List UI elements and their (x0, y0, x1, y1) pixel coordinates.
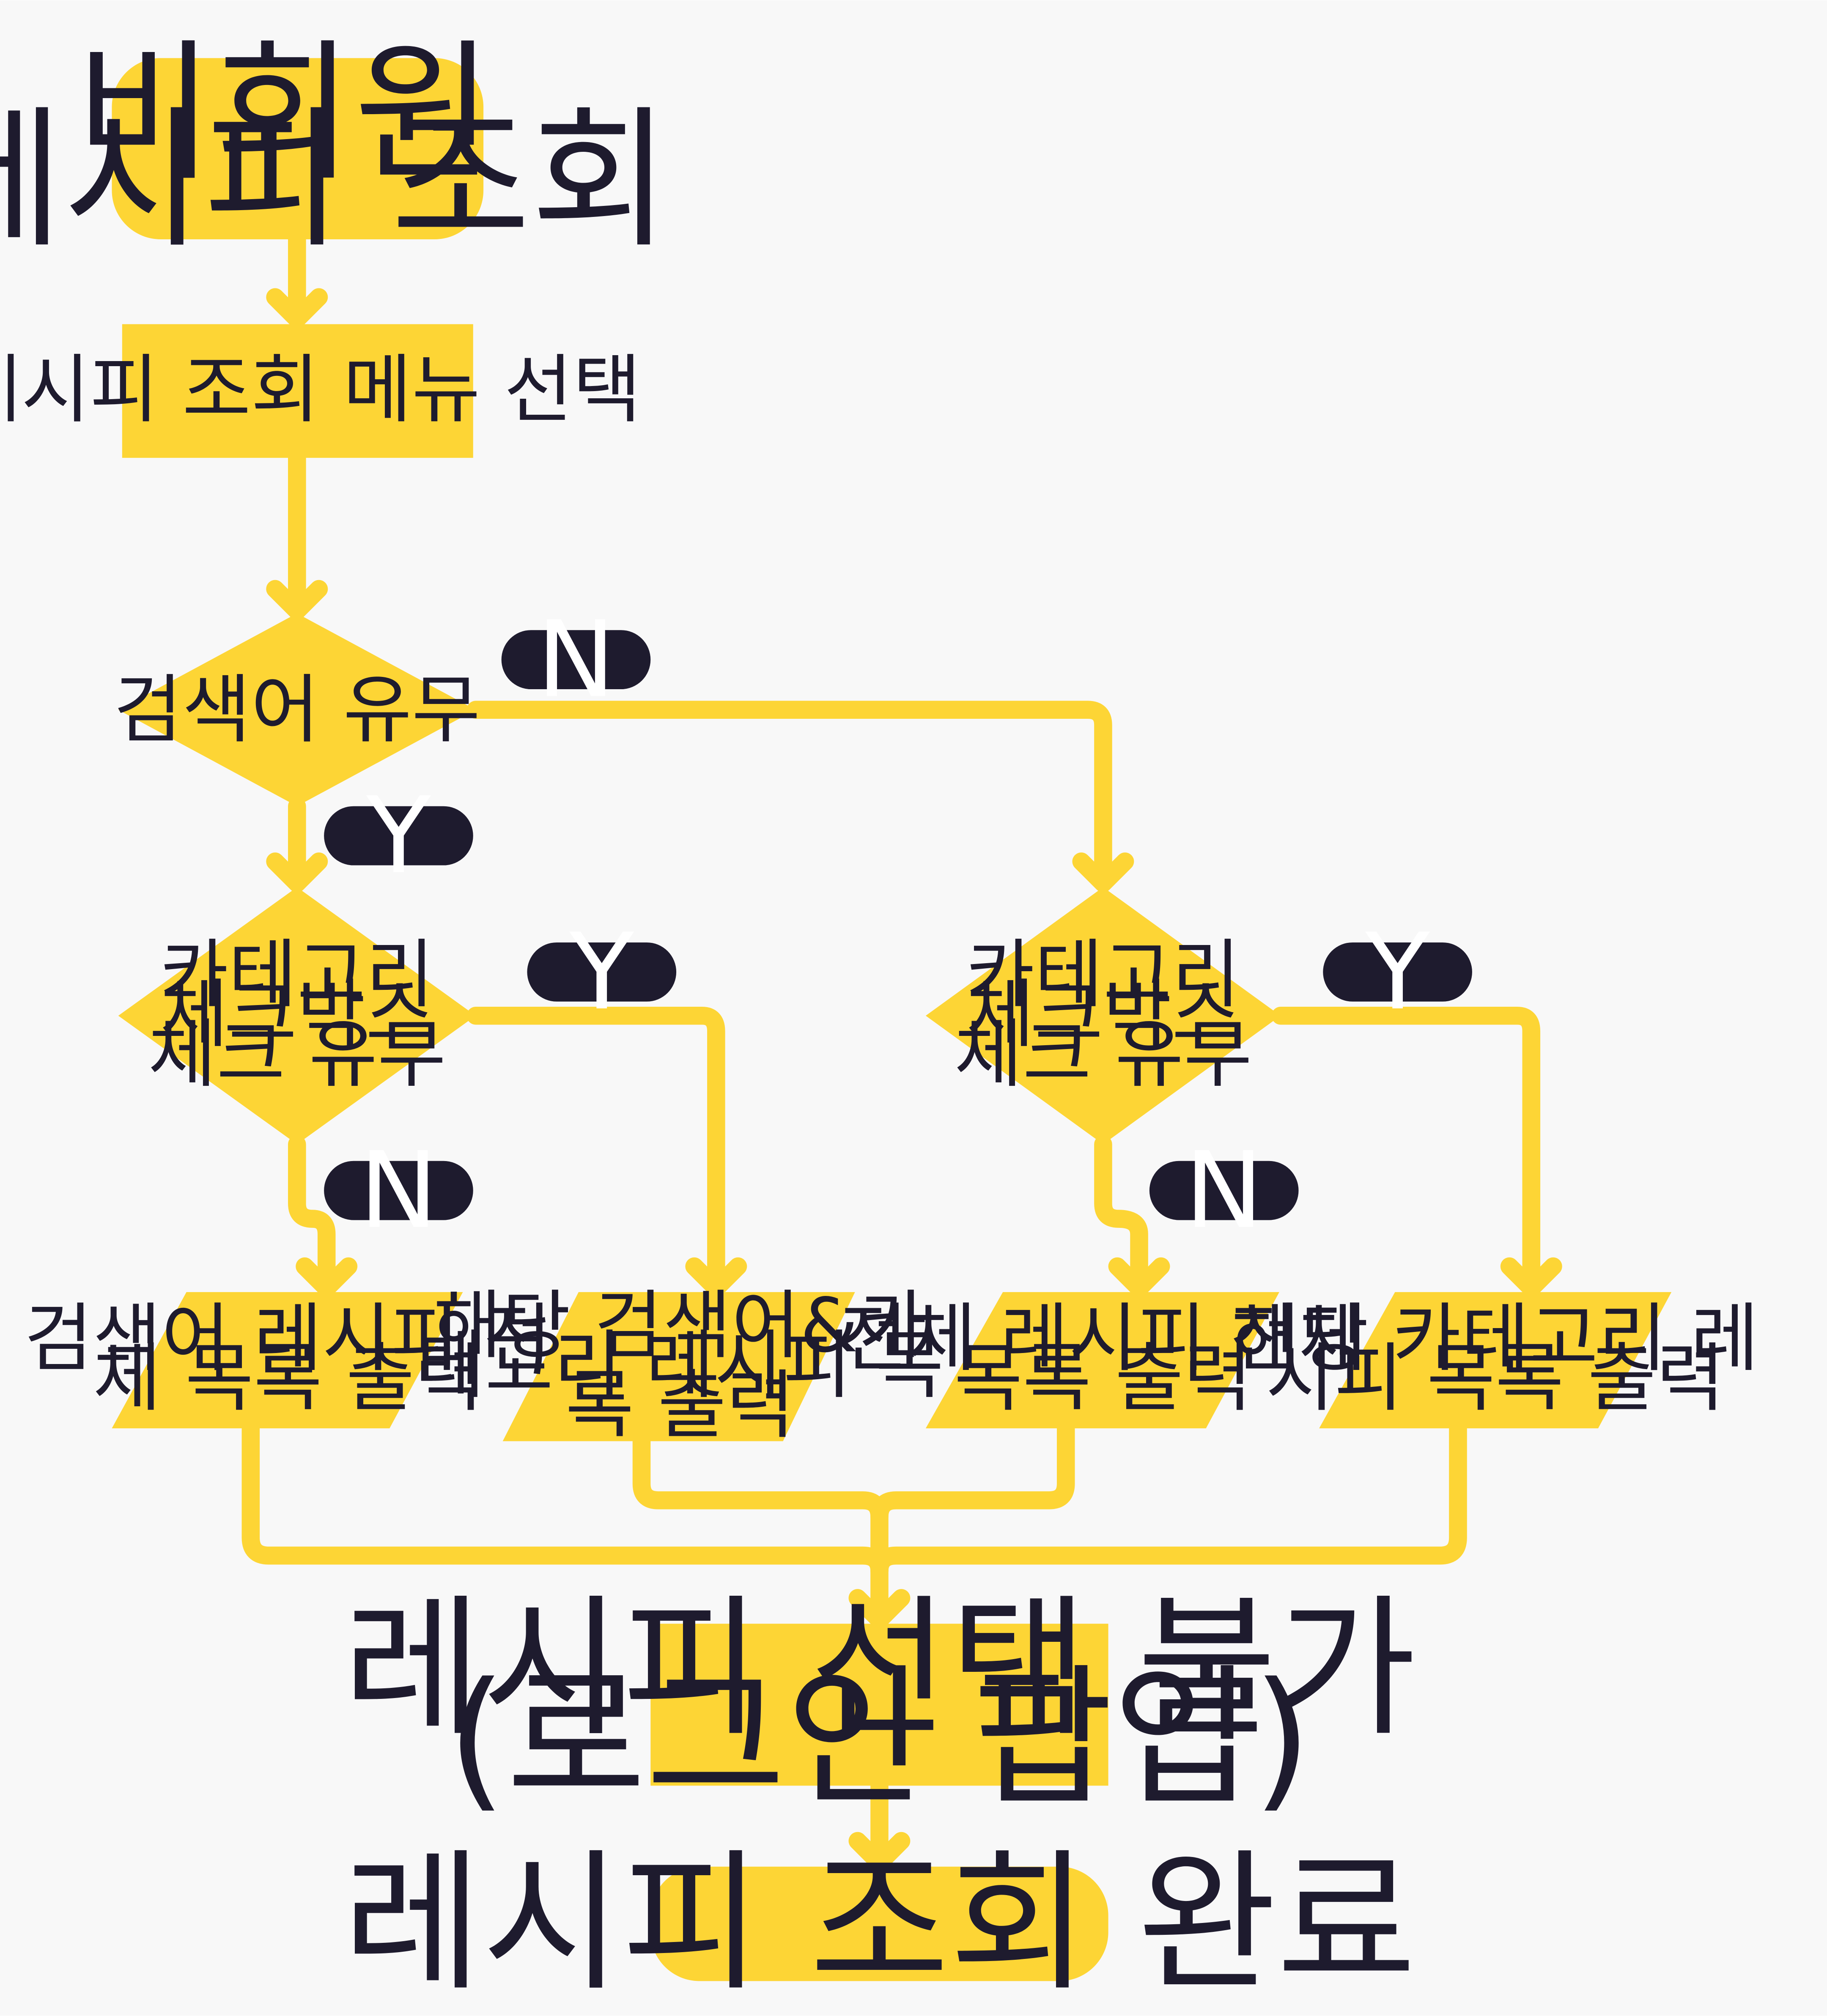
arrowhead-end (848, 1832, 911, 1872)
badge-right-no (1149, 1161, 1299, 1220)
nodes (112, 58, 1672, 1981)
menu-select-label: 레시피 조회 메뉴 선택 (0, 346, 641, 433)
category-right-line-2: 체크박스 (966, 971, 1240, 1058)
node-search-decision (118, 613, 476, 806)
out-search-all-line-2: 체 목록 출력 (93, 1335, 483, 1422)
arrowhead-out-all (1108, 1257, 1170, 1298)
badge-left-yes-text: Y (569, 911, 634, 1033)
connector-right-yes (1271, 1006, 1541, 1296)
out-all-line-1: 전체 레시피 전체 (839, 1295, 1367, 1382)
node-out-category (1319, 1292, 1672, 1429)
node-menu-select (122, 324, 473, 458)
category-left-line-3: 체크 유무 (148, 1011, 446, 1098)
arrowhead-menu (266, 288, 328, 328)
badge-right-no-text: N (1185, 1129, 1263, 1252)
start-line-1: 비회원 (75, 25, 494, 202)
badge-search-no (501, 630, 651, 690)
connector-merge-all (870, 1419, 1075, 1526)
node-no-select (650, 1624, 1108, 1786)
edge-badges: N Y Y N Y N (324, 598, 1472, 1252)
node-end (650, 1866, 1108, 1981)
out-search-category-line-2: 테고리 레시피 목 (416, 1322, 944, 1409)
node-start (112, 58, 484, 240)
connector-search-no (466, 701, 1112, 891)
arrowhead-category-right (1072, 852, 1134, 893)
no-select-line-1: 레시피 선택 불가 (343, 1580, 1416, 1757)
badge-left-no (324, 1161, 473, 1220)
badge-search-yes (324, 806, 473, 866)
no-select-line-2: (로그인 팝업) (447, 1650, 1311, 1827)
node-out-search-category (502, 1292, 855, 1441)
badge-search-no-text: N (537, 598, 615, 721)
arrowhead-out-search-all (296, 1257, 358, 1298)
badge-right-yes-text: Y (1365, 911, 1430, 1033)
connectors (241, 230, 1562, 1872)
arrowhead-out-search-category (685, 1257, 747, 1298)
node-labels: 비회원 레시피 조회 레시피 조회 메뉴 선택 검색어 유무 카테고리 체크박스… (0, 25, 1759, 2011)
node-out-search-all (112, 1292, 463, 1429)
connector-left-no (288, 1135, 336, 1296)
category-right-line-1: 카테고리 (966, 931, 1240, 1018)
out-search-all-line-1: 검색어 레시피 전 (24, 1295, 552, 1382)
start-line-2: 레시피 조회 (0, 92, 670, 268)
category-left-line-2: 체크박스 (160, 971, 434, 1058)
arrowhead-category-left (266, 852, 328, 893)
arrowhead-out-category (1500, 1257, 1562, 1298)
badge-left-yes (527, 942, 677, 1002)
out-all-line-2: 목록 출력 (954, 1335, 1252, 1422)
search-decision-label: 검색어 유무 (114, 666, 480, 753)
category-right-line-3: 체크 유무 (954, 1011, 1252, 1098)
badge-right-yes (1323, 942, 1472, 1002)
badge-left-no-text: N (359, 1129, 438, 1252)
end-label: 레시피 조회 완료 (343, 1835, 1416, 2012)
out-category-line-1: 해당 카테고리 레 (1232, 1295, 1759, 1382)
node-category-right (925, 887, 1281, 1145)
node-out-all (925, 1292, 1279, 1429)
category-left-line-1: 카테고리 (160, 931, 434, 1018)
out-search-category-line-3: 록 출력 (565, 1361, 795, 1449)
out-category-line-2: 시피 목록 출력 (1266, 1335, 1725, 1422)
node-category-left (118, 887, 476, 1145)
arrowhead-search (266, 580, 328, 620)
connector-left-yes (466, 1006, 725, 1296)
arrowhead-no-select (848, 1589, 911, 1629)
out-search-category-line-1: 해당 검색어&카 (433, 1282, 927, 1369)
connector-right-no (1094, 1135, 1148, 1296)
badge-search-yes-text: Y (366, 775, 431, 897)
